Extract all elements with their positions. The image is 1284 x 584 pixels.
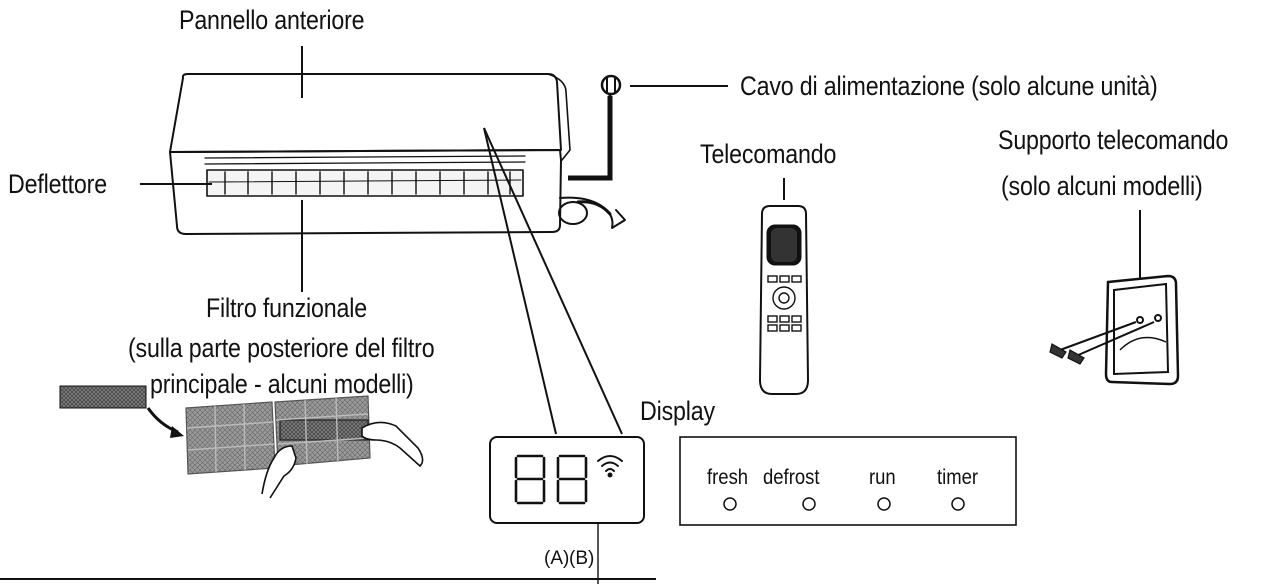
- display-a-caption-a: (A): [544, 548, 570, 569]
- plug-icon: [600, 74, 622, 96]
- wifi-icon: [597, 455, 623, 478]
- remote-holder-label-1: Supporto telecomando: [998, 125, 1229, 155]
- indoor-unit: [169, 73, 626, 235]
- indicator-label-run: run: [869, 466, 896, 489]
- indicator-led-fresh: [723, 497, 737, 511]
- indicator-label-defrost: defrost: [763, 466, 820, 489]
- filter-label-2: (sulla parte posteriore del filtro: [128, 333, 435, 363]
- remote-holder-label-2: (solo alcuni modelli): [1001, 171, 1203, 201]
- functional-filter: [59, 385, 184, 438]
- deflector-louver: [206, 169, 524, 197]
- power-cable-label: Cavo di alimentazione (solo alcune unità…: [740, 71, 1158, 101]
- remote-holder: [1049, 274, 1180, 386]
- display-a-digits: [514, 454, 588, 505]
- power-cable: [568, 74, 728, 181]
- front-panel-outline: [169, 73, 562, 153]
- display-a-caption-b: (B): [569, 548, 595, 569]
- hands-outline: [261, 421, 424, 499]
- deflector-label: Deflettore: [8, 169, 107, 199]
- remote-control: [758, 205, 810, 395]
- display-label: Display: [640, 396, 715, 426]
- indicator-label-fresh: fresh: [707, 466, 749, 489]
- remote-label: Telecomando: [700, 139, 837, 169]
- filter-label-1: Filtro funzionale: [206, 293, 367, 323]
- front-panel-label: Pannello anteriore: [179, 5, 365, 35]
- unit-body: [169, 149, 562, 235]
- indicator-led-timer: [951, 497, 965, 511]
- indicator-leds: [723, 497, 965, 511]
- indicator-label-timer: timer: [937, 466, 979, 489]
- indicator-led-run: [877, 497, 891, 511]
- main-filter: [185, 395, 371, 475]
- filter-label-3: principale - alcuni modelli): [150, 369, 414, 399]
- indicator-led-defrost: [802, 497, 816, 511]
